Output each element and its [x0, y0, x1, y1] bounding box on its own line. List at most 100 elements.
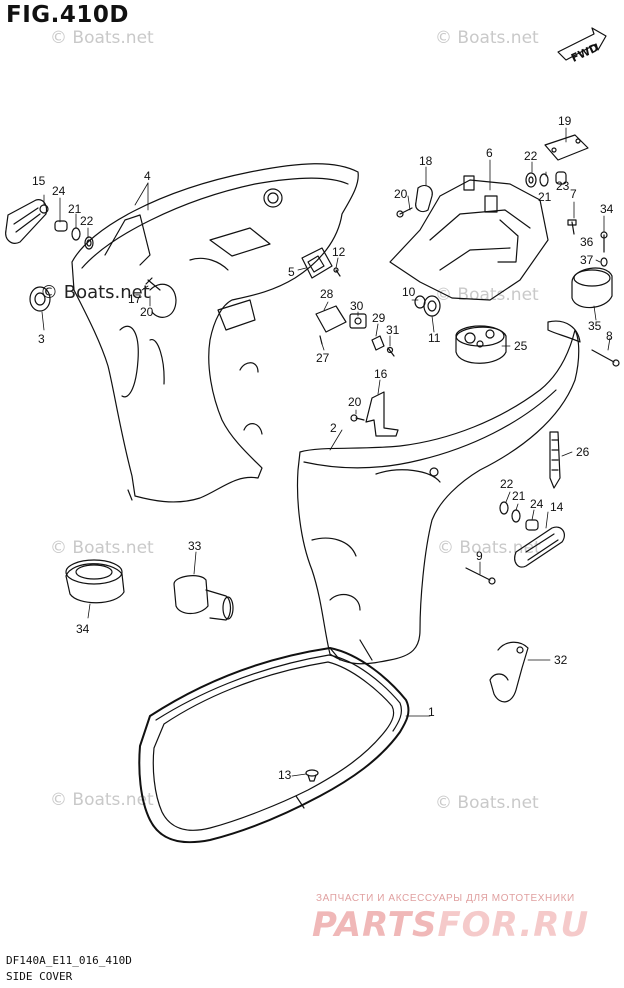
- mount-bracket: [389, 175, 549, 301]
- grommet-part: [84, 236, 94, 250]
- callout-25: 25: [514, 339, 528, 353]
- rivet-part: [305, 769, 319, 782]
- watermark: © Boats.net: [50, 790, 154, 810]
- callout-28: 28: [320, 287, 334, 301]
- collar-part: [54, 220, 68, 232]
- bracket-part: [301, 247, 333, 279]
- callout-20a: 20: [394, 187, 408, 201]
- callout-23: 23: [556, 179, 570, 193]
- callout-10: 10: [402, 285, 416, 299]
- cable-tie: [549, 431, 561, 489]
- collar-part: [423, 295, 441, 317]
- bolt-part: [567, 219, 577, 235]
- bolt-part: [591, 349, 620, 367]
- drain-grommet: [173, 575, 234, 621]
- brand-part-a: PARTS: [312, 905, 438, 945]
- watermark-text: © Boats.net: [435, 285, 539, 305]
- watermark-dark: © Boats.net: [40, 282, 150, 303]
- strap-part: [544, 134, 589, 161]
- callout-labels: 1 2 3 4 5 6 7 8 9 10 11 12 13 14 15 16 1…: [32, 114, 614, 782]
- callout-2: 2: [330, 421, 337, 435]
- side-cover-upper-port: [71, 163, 359, 503]
- callout-15: 15: [32, 174, 46, 188]
- watermark-text: © Boats.net: [435, 793, 539, 813]
- watermark-text: © Boats.net: [437, 538, 541, 558]
- watermark-text: © Boats.net: [50, 28, 154, 48]
- clamp-part: [415, 184, 433, 213]
- pin-part: [600, 231, 608, 253]
- hose-holder: [489, 641, 529, 703]
- screw-part: [319, 335, 323, 345]
- callout-31: 31: [386, 323, 400, 337]
- callout-33: 33: [188, 539, 202, 553]
- callout-8: 8: [606, 329, 613, 343]
- cable-grommet: [455, 325, 507, 364]
- holder-part: [571, 267, 613, 309]
- bolt-part: [465, 567, 496, 585]
- switch-part: [315, 305, 347, 333]
- callout-24b: 24: [530, 497, 544, 511]
- watermark: © Boats.net: [437, 538, 541, 558]
- cover-grip-port: [5, 199, 49, 244]
- screw-part: [333, 267, 341, 277]
- fwd-arrow-icon: [557, 27, 607, 61]
- callout-19: 19: [558, 114, 572, 128]
- callout-4: 4: [144, 169, 151, 183]
- callout-32: 32: [554, 653, 568, 667]
- watermark: © Boats.net: [50, 28, 154, 48]
- grommet-part: [499, 501, 509, 515]
- callout-22c: 22: [500, 477, 514, 491]
- callout-11: 11: [428, 331, 441, 345]
- callout-12: 12: [332, 245, 346, 259]
- callout-21a: 21: [68, 202, 82, 216]
- bracket-clip: [365, 391, 399, 437]
- lower-seal: [138, 647, 410, 844]
- collar-part: [555, 171, 567, 185]
- screw-part: [386, 346, 395, 357]
- brand-part-b: FOR.RU: [437, 905, 590, 945]
- watermark: © Boats.net: [435, 793, 539, 813]
- watermark-text: © Boats.net: [50, 538, 154, 558]
- callout-30: 30: [350, 299, 364, 313]
- watermark: © Boats.net: [435, 28, 539, 48]
- callout-37: 37: [580, 253, 594, 267]
- callout-36: 36: [580, 235, 594, 249]
- bolt-part: [350, 414, 365, 422]
- callout-13: 13: [278, 768, 292, 782]
- watermark: © Boats.net: [50, 538, 154, 558]
- watermark-text: © Boats.net: [435, 28, 539, 48]
- watermark-text: © Boats.net: [50, 790, 154, 810]
- hose-grommet: [65, 559, 125, 604]
- callout-3: 3: [38, 332, 45, 346]
- callout-22a: 22: [80, 214, 94, 228]
- collar-part: [525, 519, 539, 531]
- callout-18: 18: [419, 154, 433, 168]
- leader-lines: [41, 127, 611, 777]
- promo-text: ЗАПЧАСТИ И АКСЕССУАРЫ ДЛЯ МОТОТЕХНИКИ: [316, 893, 575, 904]
- watermark-text: © Boats.net: [40, 282, 150, 303]
- callout-6: 6: [486, 146, 493, 160]
- brand-logo: PARTSFOR.RU: [312, 905, 589, 945]
- washer-part: [539, 173, 549, 187]
- callout-20c: 20: [348, 395, 362, 409]
- callout-22b: 22: [524, 149, 538, 163]
- callout-29: 29: [372, 311, 386, 325]
- seal-part: [29, 286, 51, 312]
- callout-9: 9: [476, 549, 483, 563]
- callout-34a: 34: [600, 202, 614, 216]
- clip-part: [371, 335, 385, 351]
- diagram-code: DF140A_E11_016_410D: [6, 954, 132, 967]
- callout-24a: 24: [52, 184, 66, 198]
- callout-34b: 34: [76, 622, 90, 636]
- callout-1: 1: [428, 705, 435, 719]
- grommet-part: [525, 172, 537, 188]
- callout-26: 26: [576, 445, 590, 459]
- callout-7: 7: [570, 187, 577, 201]
- side-cover-lower-starboard: [296, 329, 580, 665]
- washer-part: [71, 227, 81, 241]
- bolt-part: [145, 277, 161, 291]
- callout-21b: 21: [538, 190, 552, 204]
- oring-part: [600, 257, 608, 267]
- callout-20b: 20: [140, 305, 154, 319]
